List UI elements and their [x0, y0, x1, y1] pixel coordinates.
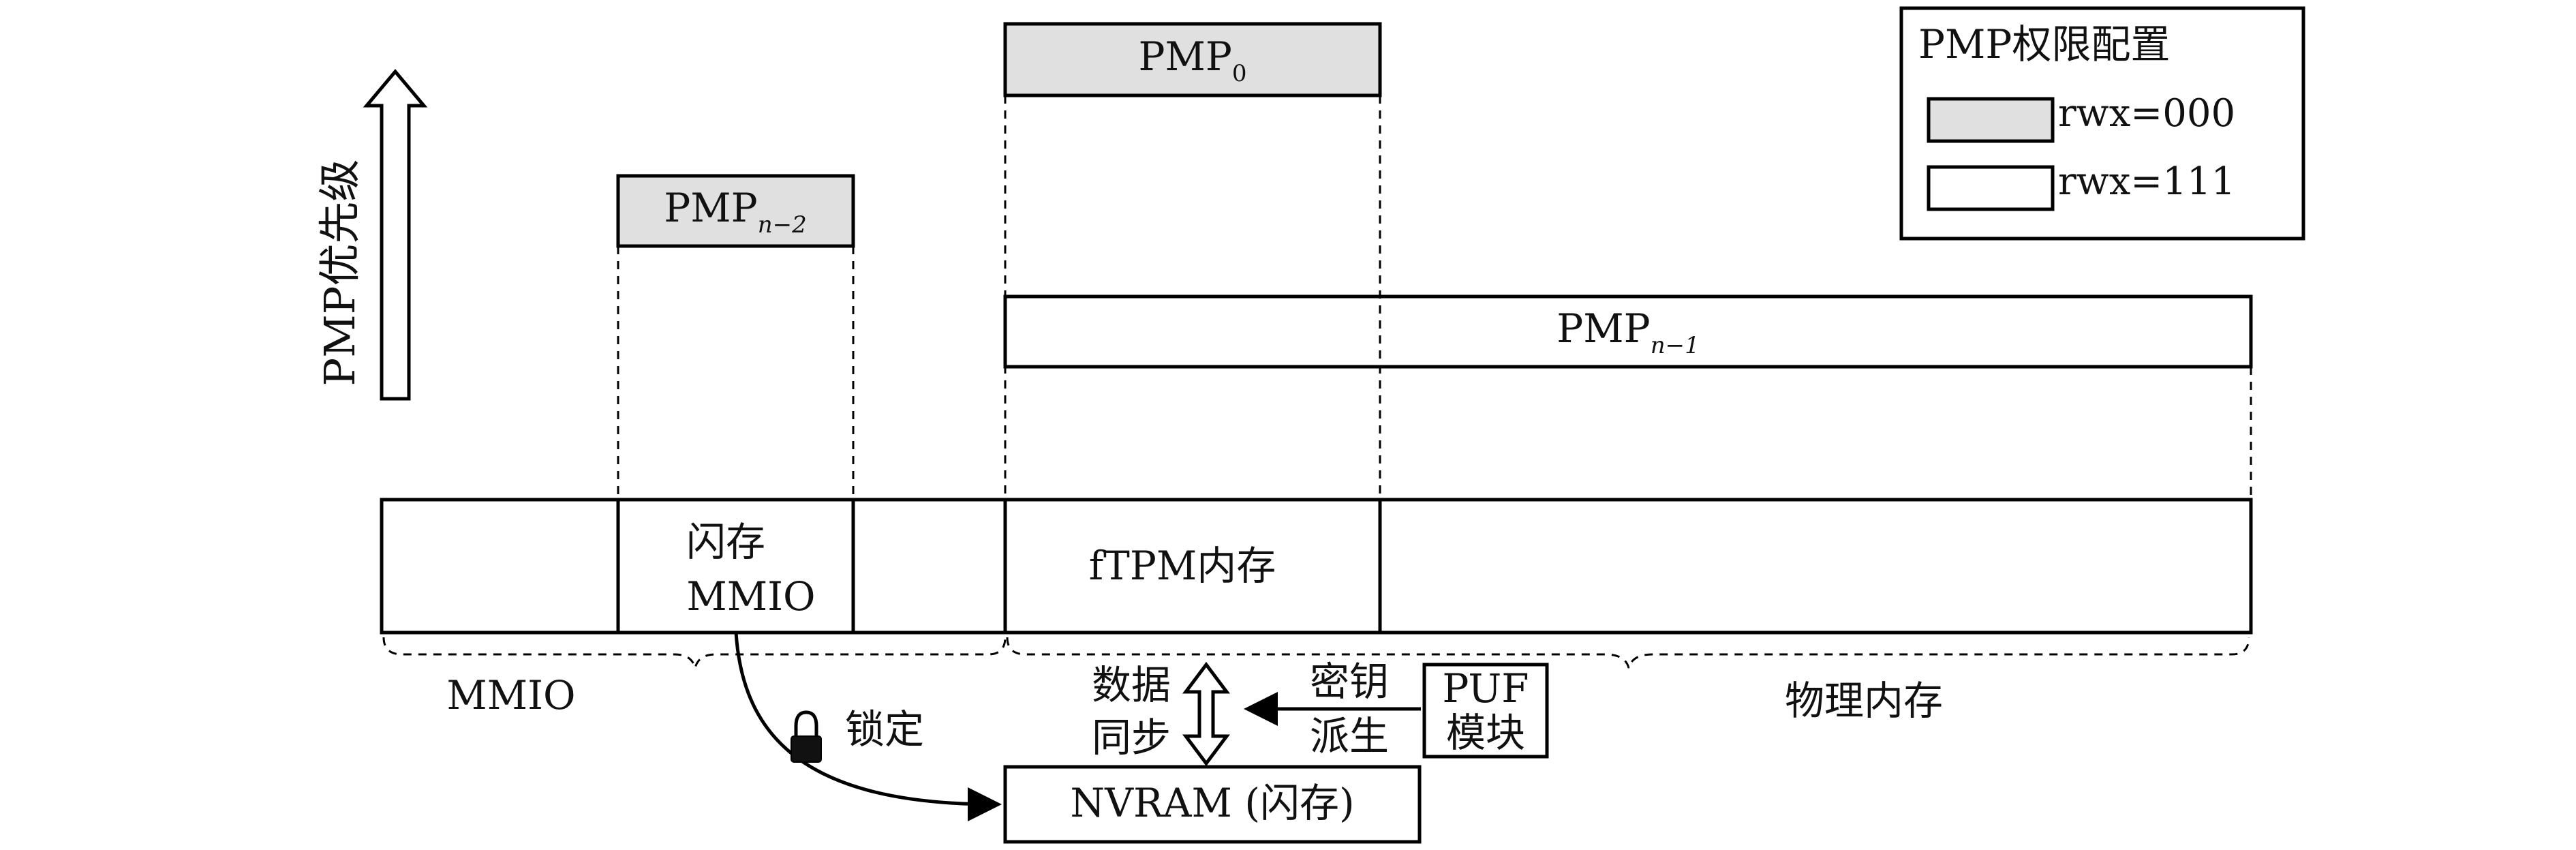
data-sync: 数据 同步 — [1092, 661, 1230, 767]
key-derivation: 密钥 派生 — [1244, 658, 1421, 759]
pmp-n1-box — [1003, 294, 2253, 369]
nvram-label: NVRAM (闪存) — [1070, 780, 1354, 826]
puf-box — [1422, 663, 1549, 759]
memory-map-frame — [380, 498, 2253, 635]
puf-line2: 模块 — [1446, 710, 1525, 756]
puf-module: PUF 模块 — [1422, 663, 1549, 759]
memory-map: 闪存 MMIO fTPM内存 — [380, 498, 2253, 635]
pmp-n1-label: PMPn−1 — [1557, 305, 1699, 359]
nvram: NVRAM (闪存) — [1003, 765, 1422, 844]
pmp0-box — [1003, 22, 1382, 97]
pmp-n2-region: PMPn−2 — [616, 174, 855, 248]
lock-icon — [791, 710, 822, 763]
mmio-group-label: MMIO — [446, 672, 575, 718]
flash-mmio-line2: MMIO — [686, 573, 815, 620]
pmp-n2-label: PMPn−2 — [664, 185, 806, 239]
priority-label: PMP优先级 — [315, 160, 365, 386]
guide-lines — [617, 95, 2252, 500]
pmp-n2-box — [616, 174, 855, 248]
legend-swatch-open — [1927, 165, 2055, 211]
mmio-brace: MMIO — [382, 637, 1007, 718]
legend-swatch-protected — [1927, 97, 2055, 143]
data-sync-line1: 数据 — [1092, 662, 1171, 708]
data-sync-line2: 同步 — [1092, 714, 1171, 761]
lock-connection: 锁定 — [734, 632, 1002, 821]
legend: PMP权限配置 rwx=000 rwx=111 — [1899, 6, 2305, 241]
physical-brace: 物理内存 — [1006, 637, 2250, 724]
sync-double-arrow-icon — [1182, 661, 1230, 767]
nvram-box — [1003, 765, 1422, 844]
priority-arrow: PMP优先级 — [315, 69, 428, 401]
legend-label-protected: rwx=000 — [2058, 91, 2235, 136]
up-arrow-icon — [363, 69, 428, 401]
pmp0-region: PMP0 — [1003, 22, 1382, 97]
legend-label-open: rwx=111 — [2058, 160, 2235, 204]
ftpm-memory-label: fTPM内存 — [1089, 543, 1276, 589]
puf-line1: PUF — [1442, 665, 1529, 712]
pmp0-label: PMP0 — [1138, 33, 1246, 87]
physical-memory-label: 物理内存 — [1785, 678, 1943, 724]
key-derive-line1: 密钥 — [1310, 658, 1389, 705]
key-derive-line2: 派生 — [1310, 713, 1389, 759]
lock-label: 锁定 — [845, 706, 924, 753]
legend-title: PMP权限配置 — [1918, 21, 2170, 67]
pmp-n1-region: PMPn−1 — [1003, 294, 2253, 369]
flash-mmio-line1: 闪存 — [686, 519, 765, 565]
